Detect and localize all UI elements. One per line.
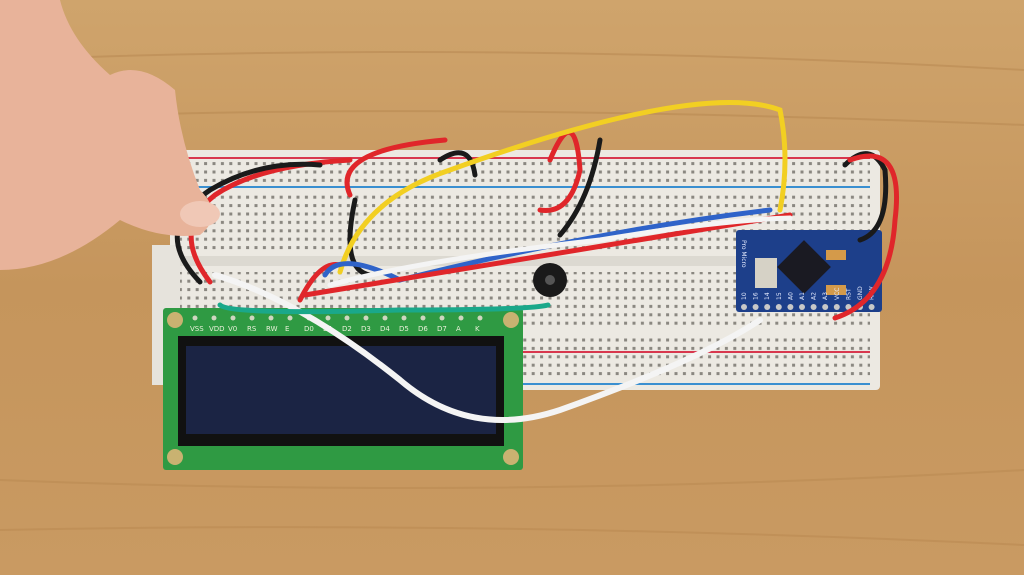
lcd-pin-label: D4 [380,325,390,333]
board-pin [799,304,805,310]
lcd-pin-label: VDD [209,325,225,333]
lcd-pin-label: RS [247,325,257,333]
lcd-pin-label: A [456,325,461,333]
lcd-pin [230,315,236,321]
board-pin-label: GND [857,286,864,300]
board-pin [868,304,875,310]
lcd-pin [268,315,274,321]
wire-black [174,161,323,285]
board-pin [787,304,794,310]
board-pin [845,304,852,310]
wire-white [327,215,793,288]
wire-green [217,302,551,315]
lcd-pin [287,315,293,321]
lcd-pin [363,315,369,321]
lcd-pin [458,315,464,321]
lcd-pin [477,315,483,321]
lcd-pin [192,315,198,321]
lcd-pin-label: D6 [418,325,428,333]
lcd-pin [344,315,350,321]
wire-blue [322,207,773,283]
lcd-pin-label: RW [266,325,278,333]
wire-yellow [337,100,788,275]
lcd-pin-label: D2 [342,325,352,333]
board-pin [822,304,829,310]
board-pin-label: A3 [822,292,829,300]
lcd-pin [211,315,217,321]
hand [0,0,220,270]
lcd-pin-label: VSS [190,325,204,333]
board-pin [752,304,759,310]
lcd-pin [401,315,407,321]
lcd-pin-label: D0 [304,325,314,333]
wires [174,100,899,423]
lcd-screen [186,346,496,434]
lcd-pin-label: D5 [399,325,409,333]
board-pin-label: 16 [753,292,760,300]
board-pin [775,304,782,310]
board-pin [833,304,840,310]
lcd-pin [325,315,331,321]
board-pin-label: 10 [741,292,748,300]
lcd-pin-label: V0 [228,325,237,333]
board-pin-label: A0 [787,292,794,300]
board-pin [741,304,747,310]
board-pin-label: A2 [811,292,818,300]
lcd-pin-label: K [475,325,480,333]
board-pin-label: A1 [799,292,806,300]
board-pin-label: 14 [764,292,771,300]
board-pin-label: VCC [834,288,841,300]
board-pin [810,304,817,310]
lcd-pin-label: E [285,325,289,333]
lcd-pin [382,315,388,321]
lcd-pin [420,315,426,321]
lcd-pin [249,315,255,321]
lcd-pin [439,315,445,321]
board-pin [764,304,771,310]
board-label: Pro Micro [740,240,747,268]
board-pin-label: RST [845,288,852,300]
lcd-pin-label: D3 [361,325,371,333]
lcd-pin-label: D7 [437,325,447,333]
board-pin-label: 15 [776,292,783,300]
